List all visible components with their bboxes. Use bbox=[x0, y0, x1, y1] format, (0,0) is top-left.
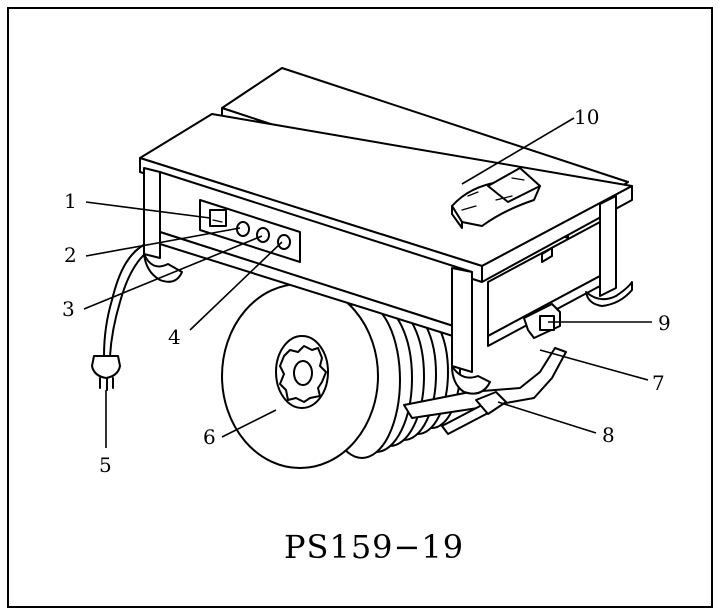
callout-10: 10 bbox=[574, 105, 599, 129]
control-panel bbox=[199, 199, 301, 263]
callout-9: 9 bbox=[658, 311, 671, 335]
leader-lines bbox=[83, 117, 652, 448]
callout-3: 3 bbox=[62, 297, 75, 321]
reel-support bbox=[403, 347, 567, 435]
callout-2: 2 bbox=[64, 243, 77, 267]
power-cord bbox=[103, 241, 157, 357]
callout-8: 8 bbox=[602, 423, 615, 447]
strap-guide bbox=[451, 167, 541, 229]
callouts: 1 2 3 4 5 6 7 8 9 10 bbox=[62, 105, 671, 477]
plug bbox=[91, 355, 121, 391]
button-c bbox=[277, 234, 291, 250]
tape-reel bbox=[221, 283, 461, 469]
callout-7: 7 bbox=[652, 371, 665, 395]
drawing-frame bbox=[7, 7, 713, 608]
callout-4: 4 bbox=[168, 325, 181, 349]
power-switch bbox=[209, 209, 227, 227]
callout-5: 5 bbox=[99, 453, 112, 477]
callout-1: 1 bbox=[64, 189, 77, 213]
machine-body bbox=[139, 67, 633, 395]
callout-6: 6 bbox=[203, 425, 216, 449]
button-b bbox=[256, 227, 270, 243]
drawing-caption: PS159−19 bbox=[284, 528, 464, 566]
